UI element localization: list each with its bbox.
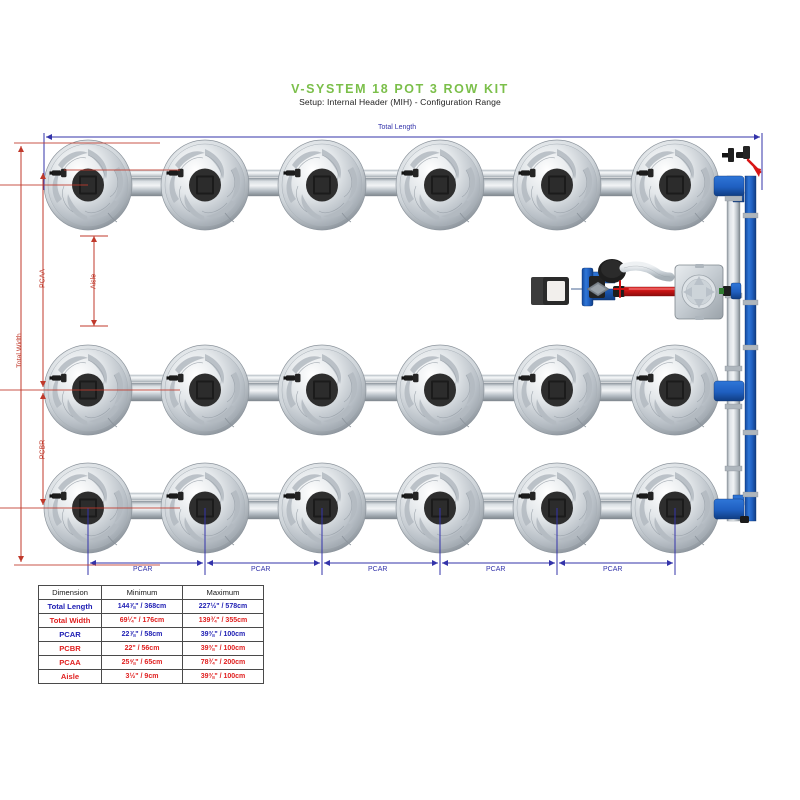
label-pcbr: PCBR bbox=[39, 439, 47, 460]
row-minimum: 22⅞" / 58cm bbox=[101, 627, 183, 642]
dimension-table-wrap: Dimension Minimum Maximum Total Length 1… bbox=[38, 585, 264, 684]
dimension-table: Dimension Minimum Maximum Total Length 1… bbox=[38, 585, 264, 684]
row-label: PCAR bbox=[38, 627, 102, 642]
dimension-aisle bbox=[80, 235, 108, 327]
row-minimum: 3½" / 9cm bbox=[101, 669, 183, 684]
label-pcar-3: PCAR bbox=[368, 566, 388, 573]
pump-control-assembly bbox=[531, 259, 742, 320]
row-maximum: 227½" / 578cm bbox=[182, 599, 264, 614]
table-row: Aisle 3½" / 9cm 39⅜" / 100cm bbox=[38, 669, 264, 684]
header-minimum: Minimum bbox=[101, 585, 183, 600]
label-pcar-1: PCAR bbox=[133, 566, 153, 573]
label-aisle: Aisle bbox=[90, 273, 98, 290]
controller-display bbox=[547, 281, 565, 301]
pot-unit bbox=[277, 344, 367, 436]
pot-unit bbox=[277, 139, 367, 231]
label-total-width: Total Width bbox=[16, 333, 24, 368]
table-row: PCAA 25⅝" / 65cm 78¾" / 200cm bbox=[38, 655, 264, 670]
row-minimum: 69¼" / 176cm bbox=[101, 613, 183, 628]
pot-unit bbox=[395, 139, 485, 231]
pot-unit bbox=[630, 344, 720, 436]
label-pcar-5: PCAR bbox=[603, 566, 623, 573]
row-minimum: 25⅝" / 65cm bbox=[101, 655, 183, 670]
pot-unit bbox=[160, 139, 250, 231]
header-maximum: Maximum bbox=[182, 585, 264, 600]
table-row: PCAR 22⅞" / 58cm 39⅜" / 100cm bbox=[38, 627, 264, 642]
table-row: PCBR 22" / 56cm 39⅜" / 100cm bbox=[38, 641, 264, 656]
row-maximum: 39⅜" / 100cm bbox=[182, 669, 264, 684]
top-valve-assembly bbox=[722, 146, 750, 162]
table-row: Total Width 69¼" / 176cm 139¾" / 355cm bbox=[38, 613, 264, 628]
header-dimension: Dimension bbox=[38, 585, 102, 600]
pot-unit bbox=[512, 344, 602, 436]
flow-arrow-icon bbox=[746, 158, 762, 177]
pot-row-3 bbox=[43, 462, 720, 554]
row-label: Total Length bbox=[38, 599, 102, 614]
label-pcar-2: PCAR bbox=[251, 566, 271, 573]
pot-unit bbox=[630, 139, 720, 231]
row-label: PCBR bbox=[38, 641, 102, 656]
right-manifold bbox=[713, 146, 762, 523]
row-label: PCAA bbox=[38, 655, 102, 670]
table-header-row: Dimension Minimum Maximum bbox=[38, 585, 264, 600]
pot-unit bbox=[512, 139, 602, 231]
pot-row-2 bbox=[43, 344, 720, 436]
filter-housing bbox=[674, 264, 724, 320]
row-maximum: 39⅜" / 100cm bbox=[182, 627, 264, 642]
row-label: Total Width bbox=[38, 613, 102, 628]
label-total-length: Total Length bbox=[378, 124, 417, 131]
flex-hose bbox=[619, 261, 675, 282]
label-pcaa: PCAA bbox=[39, 268, 47, 289]
row-maximum: 39⅜" / 100cm bbox=[182, 641, 264, 656]
row-maximum: 78¾" / 200cm bbox=[182, 655, 264, 670]
dimension-pcar-group bbox=[87, 508, 676, 575]
label-pcar-4: PCAR bbox=[486, 566, 506, 573]
row-minimum: 144⅞" / 368cm bbox=[101, 599, 183, 614]
row-label: Aisle bbox=[38, 669, 102, 684]
pot-row-1 bbox=[43, 139, 720, 231]
table-row: Total Length 144⅞" / 368cm 227½" / 578cm bbox=[38, 599, 264, 614]
pot-unit bbox=[395, 344, 485, 436]
red-extension-lines bbox=[0, 142, 180, 566]
row-minimum: 22" / 56cm bbox=[101, 641, 183, 656]
row-maximum: 139¾" / 355cm bbox=[182, 613, 264, 628]
